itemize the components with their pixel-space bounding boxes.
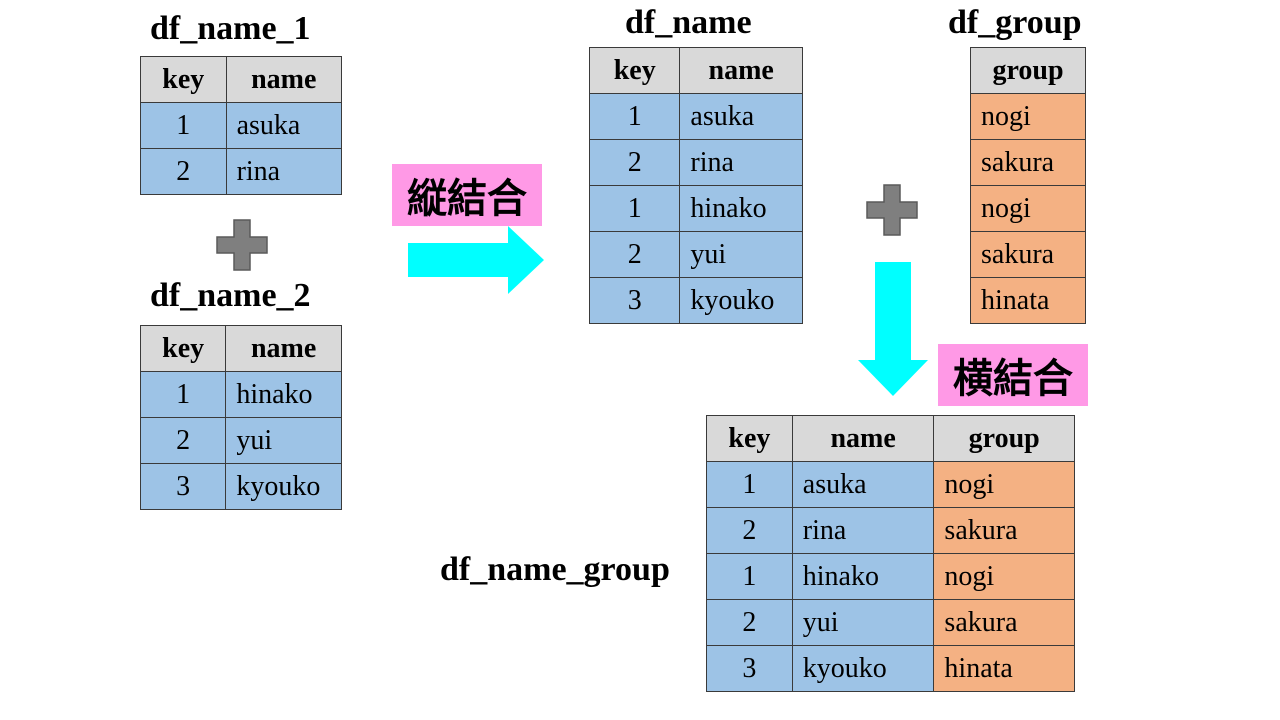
table-row: 1 asuka xyxy=(140,102,343,149)
cell-key: 3 xyxy=(139,463,227,510)
table-row: 3 kyouko hinata xyxy=(706,645,1075,692)
header-key: key xyxy=(588,47,681,94)
table-row: 1 hinako nogi xyxy=(706,553,1075,600)
header-group: group xyxy=(933,415,1075,462)
cell-key: 3 xyxy=(706,645,793,692)
table-header-row: key name xyxy=(588,47,803,94)
plus-icon xyxy=(866,184,918,236)
table-row: 2 rina xyxy=(588,139,803,186)
cell-name: yui xyxy=(791,599,935,646)
cell-name: rina xyxy=(791,507,935,554)
cell-group: nogi xyxy=(970,93,1086,140)
cell-key: 2 xyxy=(588,139,681,186)
table-row: 1 hinako xyxy=(588,185,803,232)
cell-group: nogi xyxy=(970,185,1086,232)
cell-name: yui xyxy=(679,231,803,278)
table-header-row: key name xyxy=(140,56,343,103)
table-row: 2 yui xyxy=(588,231,803,278)
cell-group: sakura xyxy=(970,139,1086,186)
header-name: name xyxy=(225,325,342,372)
header-group: group xyxy=(970,47,1086,94)
cell-key: 2 xyxy=(706,507,793,554)
table-row: 3 kyouko xyxy=(588,277,803,324)
arrow-down-icon xyxy=(858,262,928,396)
vertical-concat-label: 縦結合 xyxy=(392,164,542,226)
cell-name: kyouko xyxy=(225,463,342,510)
table-header-row: group xyxy=(970,47,1086,94)
table-row: 3 kyouko xyxy=(139,463,342,510)
cell-name: rina xyxy=(679,139,803,186)
cell-key: 1 xyxy=(139,371,227,418)
cell-name: rina xyxy=(225,148,343,195)
df-name-group-table: key name group 1 asuka nogi 2 rina sakur… xyxy=(706,415,1075,692)
cell-key: 2 xyxy=(706,599,793,646)
table-row: sakura xyxy=(970,231,1086,278)
cell-key: 1 xyxy=(706,461,793,508)
cell-key: 1 xyxy=(140,102,227,149)
table-row: 2 yui sakura xyxy=(706,599,1075,646)
cell-name: hinako xyxy=(791,553,935,600)
df-name-1-title: df_name_1 xyxy=(150,10,311,47)
plus-icon xyxy=(216,219,268,271)
cell-name: yui xyxy=(225,417,342,464)
cell-name: asuka xyxy=(679,93,803,140)
cell-group: sakura xyxy=(933,507,1075,554)
cell-group: sakura xyxy=(933,599,1075,646)
cell-name: asuka xyxy=(225,102,343,149)
header-key: key xyxy=(706,415,793,462)
table-row: 1 asuka xyxy=(588,93,803,140)
header-name: name xyxy=(225,56,343,103)
cell-key: 2 xyxy=(139,417,227,464)
horizontal-concat-label: 横結合 xyxy=(938,344,1088,406)
cell-key: 1 xyxy=(588,185,681,232)
df-name-2-title: df_name_2 xyxy=(150,277,311,314)
cell-key: 1 xyxy=(588,93,681,140)
df-name-table: key name 1 asuka 2 rina 1 hinako 2 yui 3… xyxy=(588,47,803,324)
cell-name: hinako xyxy=(225,371,342,418)
df-group-table: group nogi sakura nogi sakura hinata xyxy=(970,47,1086,324)
table-row: 1 hinako xyxy=(139,371,342,418)
header-key: key xyxy=(139,325,227,372)
cell-group: hinata xyxy=(970,277,1086,324)
cell-name: hinako xyxy=(679,185,803,232)
cell-key: 3 xyxy=(588,277,681,324)
arrow-right-icon xyxy=(408,226,544,294)
df-name-2-table: key name 1 hinako 2 yui 3 kyouko xyxy=(139,325,342,510)
table-row: 2 yui xyxy=(139,417,342,464)
cell-key: 2 xyxy=(140,148,227,195)
df-group-title: df_group xyxy=(948,4,1082,41)
table-row: 1 asuka nogi xyxy=(706,461,1075,508)
table-row: nogi xyxy=(970,185,1086,232)
df-name-title: df_name xyxy=(625,4,752,41)
header-name: name xyxy=(791,415,935,462)
cell-group: sakura xyxy=(970,231,1086,278)
table-row: sakura xyxy=(970,139,1086,186)
table-row: hinata xyxy=(970,277,1086,324)
cell-group: hinata xyxy=(933,645,1075,692)
cell-key: 2 xyxy=(588,231,681,278)
cell-name: kyouko xyxy=(679,277,803,324)
cell-name: asuka xyxy=(791,461,935,508)
df-name-group-title: df_name_group xyxy=(440,551,670,588)
header-key: key xyxy=(140,56,227,103)
cell-key: 1 xyxy=(706,553,793,600)
table-header-row: key name group xyxy=(706,415,1075,462)
table-row: 2 rina xyxy=(140,148,343,195)
df-name-1-table: key name 1 asuka 2 rina xyxy=(140,56,343,195)
header-name: name xyxy=(679,47,803,94)
table-row: nogi xyxy=(970,93,1086,140)
cell-name: kyouko xyxy=(791,645,935,692)
table-header-row: key name xyxy=(139,325,342,372)
cell-group: nogi xyxy=(933,553,1075,600)
table-row: 2 rina sakura xyxy=(706,507,1075,554)
cell-group: nogi xyxy=(933,461,1075,508)
